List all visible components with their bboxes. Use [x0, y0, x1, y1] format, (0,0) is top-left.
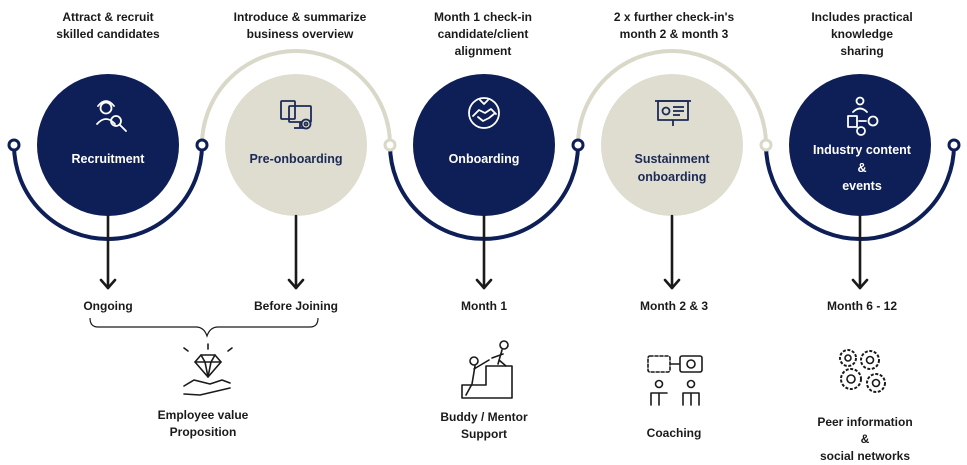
- stage-label-pre-onboarding: Pre-onboarding: [249, 152, 343, 166]
- junction-dot: [759, 138, 773, 152]
- mentor-climb-icon: [461, 340, 513, 399]
- handshake-icon: [468, 97, 500, 129]
- coaching-chat-icon: [647, 355, 703, 406]
- stage-circle-recruitment: [37, 74, 179, 216]
- gears-network-icon: [839, 349, 886, 393]
- outcome-label-peer: Peer information & social networks: [817, 415, 913, 463]
- stage-label-onboarding: Onboarding: [448, 152, 520, 166]
- timing-label-onboarding: Month 1: [461, 299, 507, 313]
- stage-description-recruitment: Attract & recruit skilled candidates: [56, 10, 160, 41]
- outcome-label-coaching: Coaching: [646, 426, 702, 440]
- timing-label-sustainment: Month 2 & 3: [640, 299, 708, 313]
- stage-circle-sustainment: [601, 74, 743, 216]
- timing-label-industry: Month 6 - 12: [826, 299, 898, 313]
- presentation-board-icon: [655, 100, 691, 126]
- down-arrow: [663, 214, 681, 290]
- stage-description-pre-onboarding: Introduce & summarize business overview: [233, 10, 367, 41]
- junction-dot: [571, 138, 585, 152]
- down-arrow: [475, 214, 493, 290]
- stage-circle-onboarding: [413, 74, 555, 216]
- stage-description-industry: Includes practical knowledge sharing: [811, 10, 913, 58]
- outcome-label-evp: Employee value Proposition: [157, 408, 249, 439]
- process-network-icon: [847, 96, 879, 136]
- outcome-label-mentor: Buddy / Mentor Support: [440, 410, 528, 441]
- recruiter-search-icon: [96, 100, 127, 132]
- stage-label-recruitment: Recruitment: [71, 152, 145, 166]
- stage-label-industry: Industry content & events: [813, 143, 911, 193]
- timing-label-recruitment: Ongoing: [83, 299, 133, 313]
- junction-dot: [383, 138, 397, 152]
- stage-description-sustainment: 2 x further check-in's month 2 & month 3: [613, 10, 735, 41]
- down-arrow: [287, 214, 305, 290]
- arc-upper-4: [576, 49, 768, 147]
- gears-network-hubs: [844, 354, 881, 388]
- junction-dot: [7, 138, 21, 152]
- junction-dots: [7, 138, 961, 152]
- timing-label-pre-onboarding: Before Joining: [253, 299, 339, 313]
- computer-settings-icon: [280, 100, 312, 130]
- down-arrow: [99, 214, 117, 290]
- stage-circle-industry: [789, 74, 931, 216]
- down-arrow: [851, 214, 869, 290]
- stage-label-sustainment: Sustainment onboarding: [634, 152, 710, 184]
- junction-dot: [947, 138, 961, 152]
- arc-upper-2: [200, 49, 392, 147]
- diamond-hand-icon: [183, 343, 233, 396]
- stage-circle-pre-onboarding: [225, 74, 367, 216]
- junction-dot: [195, 138, 209, 152]
- stage-description-onboarding: Month 1 check-in candidate/client alignm…: [433, 10, 533, 58]
- timing-arrows: [99, 214, 869, 290]
- grouping-brace: [89, 317, 319, 338]
